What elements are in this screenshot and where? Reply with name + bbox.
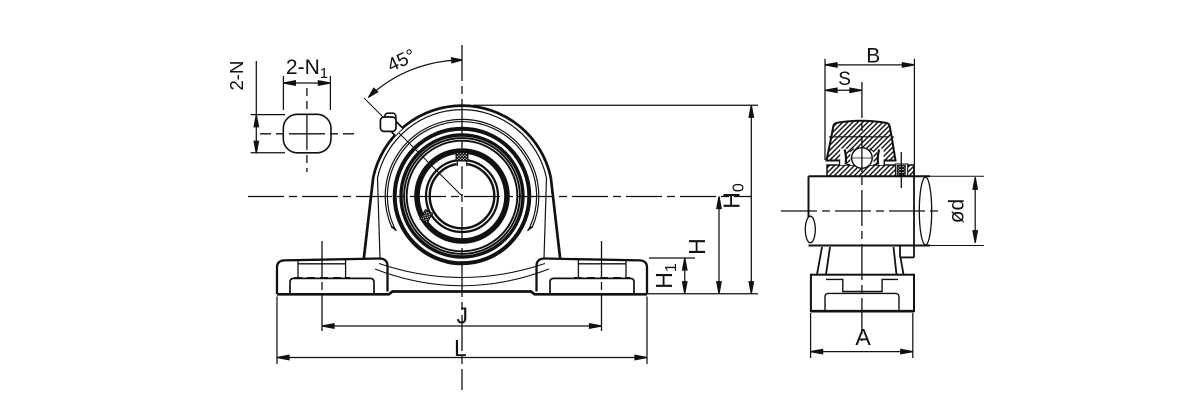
svg-text:2-N1: 2-N1	[286, 56, 328, 82]
svg-text:H1: H1	[651, 263, 680, 289]
svg-text:H0: H0	[719, 183, 748, 209]
svg-text:ød: ød	[946, 199, 969, 224]
svg-text:B: B	[866, 45, 880, 68]
svg-text:45°: 45°	[384, 45, 419, 76]
svg-text:H: H	[684, 238, 710, 255]
svg-text:A: A	[855, 324, 871, 350]
svg-text:S: S	[838, 69, 851, 90]
svg-text:2-N: 2-N	[226, 61, 247, 91]
svg-text:L: L	[454, 335, 467, 361]
svg-text:J: J	[457, 303, 469, 329]
